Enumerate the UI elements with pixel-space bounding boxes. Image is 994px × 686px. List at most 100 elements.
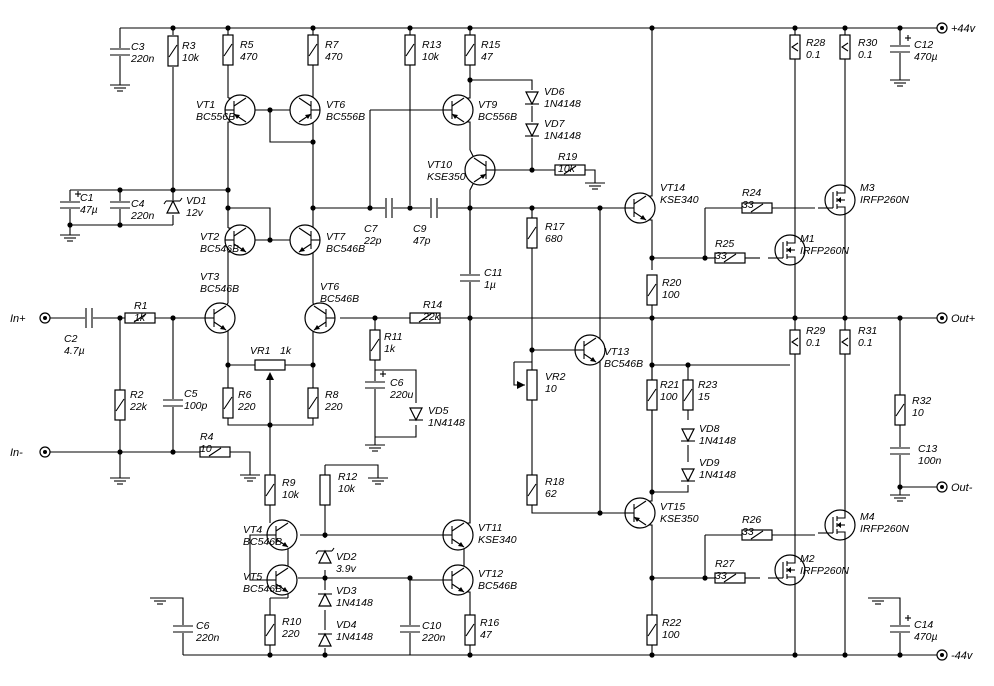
resistor-mark — [308, 396, 318, 410]
junction-dot — [322, 652, 328, 658]
emitter-arrow — [314, 325, 320, 330]
resistor-body — [319, 474, 331, 506]
capacitor-c2-value: 4.7µ — [64, 345, 85, 357]
junction-dot — [117, 449, 123, 455]
capacitor-c7 — [385, 198, 393, 218]
diode-vd4-name: VD4 — [336, 619, 357, 631]
resistor-body — [789, 329, 801, 355]
transistor-lead — [633, 195, 647, 205]
transistor-lead — [451, 97, 465, 107]
resistor-r8 — [307, 387, 319, 419]
resistor-r5-value: 470 — [240, 51, 258, 63]
resistor-r8-name: R8 — [325, 389, 339, 401]
resistor-r19-name: R19 — [558, 151, 577, 163]
transistor-vt4 — [266, 519, 298, 551]
capacitor-c3-value: 220n — [130, 53, 155, 65]
resistor-r10 — [264, 614, 276, 646]
resistor-r10-value: 220 — [281, 628, 300, 640]
resistor-r23-name: R23 — [698, 379, 717, 391]
wire — [269, 110, 313, 143]
resistor-mark — [750, 203, 764, 213]
capacitor-c13-value: 100n — [918, 455, 942, 467]
emitter-arrow — [452, 114, 458, 119]
junction-dot — [407, 575, 413, 581]
resistor-mark — [418, 313, 432, 323]
potentiometer-vr2-name: VR2 — [545, 371, 566, 383]
resistor-mark — [563, 165, 577, 175]
resistor-mark — [750, 530, 764, 540]
diode-triangle — [681, 428, 695, 443]
transistor-vt2-name: VT2 — [200, 231, 219, 243]
capacitor-c7-value: 22p — [363, 235, 382, 247]
resistor-r2-value: 22k — [129, 401, 148, 413]
terminal-core — [43, 450, 47, 454]
junction-dot — [649, 255, 655, 261]
wire — [312, 329, 314, 388]
mosfet-arrow — [787, 567, 791, 573]
diode-vd2-name: VD2 — [336, 551, 357, 563]
shunt-r28 — [789, 34, 801, 60]
resistor-body — [789, 34, 801, 60]
transistor-vt6a — [289, 94, 321, 126]
junction-dot — [310, 139, 316, 145]
junction-dot — [649, 25, 655, 31]
wire — [226, 329, 229, 388]
resistor-r24-name: R24 — [742, 187, 761, 199]
vr1-name: VR1 — [250, 345, 270, 357]
resistor-r2-name: R2 — [130, 389, 144, 401]
emitter-arrow — [220, 325, 226, 330]
wire — [646, 524, 653, 615]
resistor-r6-value: 220 — [237, 401, 256, 413]
diode-vd1-name: VD1 — [186, 195, 206, 207]
diode-vd6-name: VD6 — [544, 86, 565, 98]
terminal-in-plus-label: In+ — [10, 313, 26, 325]
resistor-mark — [723, 573, 737, 583]
capacitor-c9-name: C9 — [413, 223, 427, 235]
diode-vd3 — [318, 592, 332, 607]
transistor-lead — [473, 157, 487, 167]
resistor-r27-name: R27 — [715, 558, 735, 570]
cap-gap — [430, 198, 438, 218]
emitter-arrow — [282, 587, 288, 592]
emitter-arrow — [590, 357, 596, 362]
diode-triangle — [318, 592, 332, 607]
diode-vd5 — [409, 407, 423, 422]
resistor-r9-name: R9 — [282, 477, 296, 489]
junction-dot — [117, 222, 123, 228]
resistor-r3-name: R3 — [182, 40, 196, 52]
cap-gap — [110, 48, 130, 56]
resistor-r14 — [409, 312, 441, 324]
transistor-vt13-value: BC546B — [604, 358, 643, 370]
ground-symbol — [365, 444, 385, 452]
wire — [470, 79, 533, 90]
terminal-in-plus — [39, 312, 51, 324]
zener-tip — [179, 197, 183, 202]
emitter-arrow — [458, 587, 464, 592]
junction-dot — [792, 25, 798, 31]
transistor-vt5 — [266, 564, 298, 596]
cap-gap — [365, 381, 385, 389]
cap-gap — [110, 201, 130, 209]
emitter-arrow — [240, 247, 246, 252]
capacitor-c1-name: C1 — [80, 192, 93, 204]
capacitor-c6a-value: 220u — [389, 389, 414, 401]
junction-dot — [225, 187, 231, 193]
junction-dot — [792, 652, 798, 658]
wire — [878, 597, 901, 625]
mosfet-m3 — [818, 184, 856, 216]
resistor-r26-value: 33 — [742, 526, 754, 538]
resistor-r15-name: R15 — [481, 39, 500, 51]
diode-triangle — [409, 407, 423, 422]
junction-dot — [310, 205, 316, 211]
transistor-vt6b-value: BC546B — [320, 293, 359, 305]
capacitor-c4-value: 220n — [130, 210, 155, 222]
resistor-r16 — [464, 614, 476, 646]
wire — [375, 425, 417, 438]
terminal-plus44-label: +44v — [951, 23, 977, 35]
components — [39, 22, 948, 661]
resistor-r24-value: 33 — [742, 199, 754, 211]
transistor-lead — [298, 97, 312, 107]
terminal-core — [940, 653, 944, 657]
resistor-r11 — [369, 329, 381, 361]
shunt-r30-value: 0.1 — [858, 49, 873, 61]
